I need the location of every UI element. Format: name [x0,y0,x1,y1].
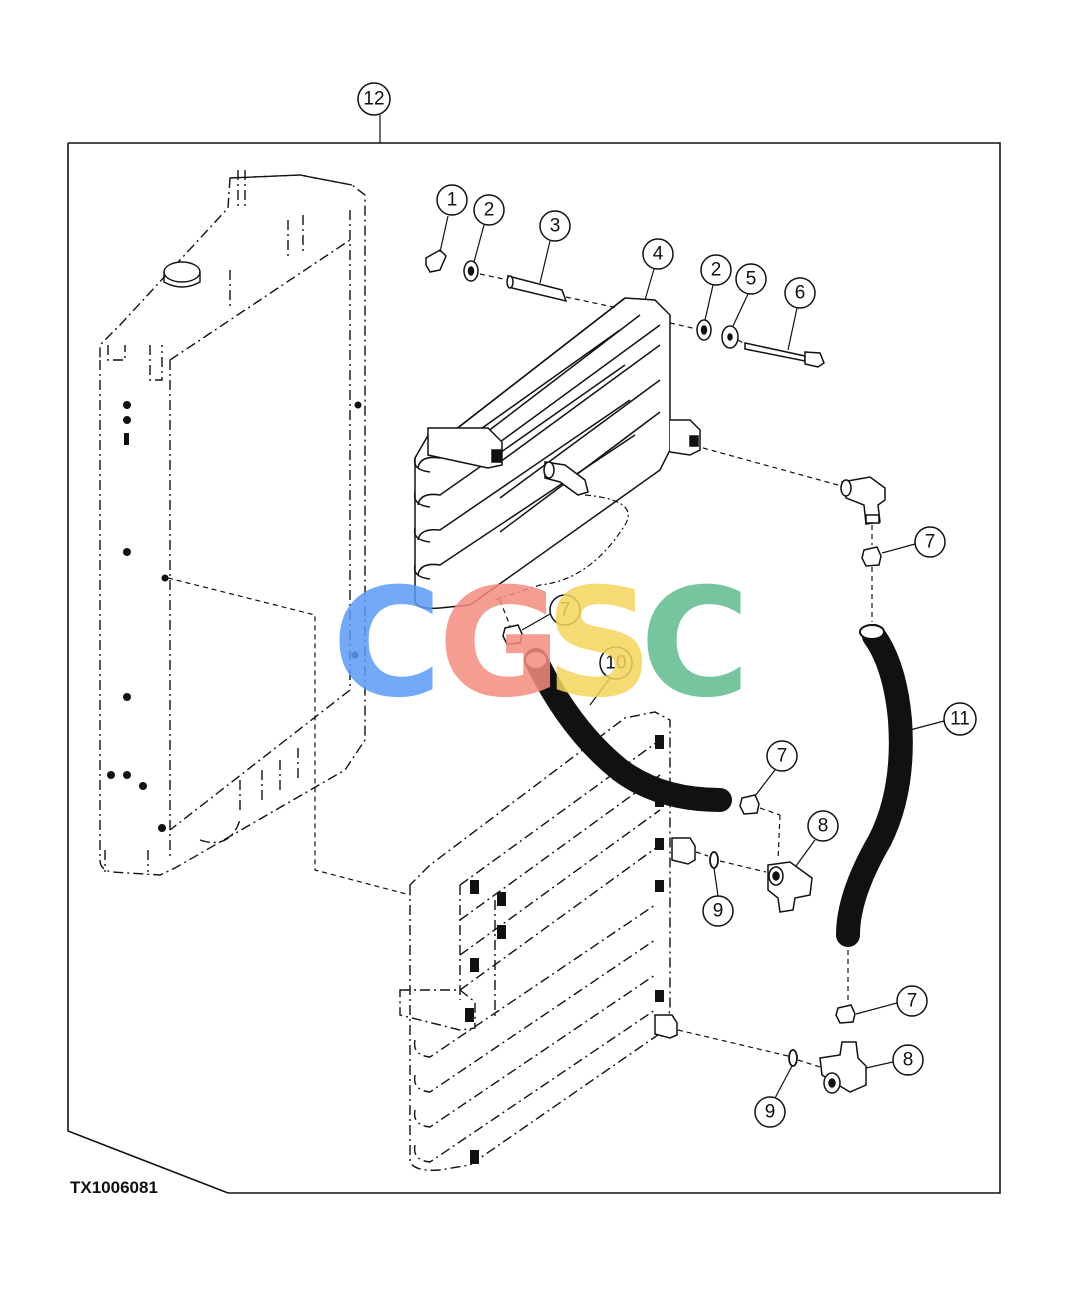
callout-12: 12 [357,82,391,143]
assembly-frame [67,142,1001,1194]
callout-label: 12 [363,89,384,110]
watermark-letter: C [332,557,442,731]
watermark-letter: S [545,557,653,731]
callout-1: 1 [436,184,468,253]
callout-label: 6 [795,283,806,304]
callout-7c: 7 [754,740,798,797]
callout-label: 2 [484,200,495,221]
watermark: C G S C [332,557,750,731]
callout-label: 9 [765,1102,776,1123]
callout-5: 5 [732,263,767,327]
callout-label: 8 [818,816,829,837]
callout-9a: 9 [702,867,734,927]
tee-fitting-upper [767,861,813,913]
radiator-cap [163,261,201,288]
callout-4: 4 [642,238,674,301]
upper-cooler-inlet-block [427,419,701,496]
callout-label: 5 [746,269,757,290]
callout-7d: 7 [855,985,928,1017]
callout-label: 3 [550,216,561,237]
watermark-letter: C [640,557,750,731]
lower-cooler-fittings [654,837,696,1039]
callout-label: 2 [711,260,722,281]
callout-label: 1 [447,190,458,211]
figure-id: TX1006081 [70,1178,158,1197]
radiator [99,170,366,876]
callout-8a: 8 [795,810,839,867]
callout-9b: 9 [754,1065,793,1128]
radiator-holes [107,401,362,832]
upper-cooler-outline-phantom [494,494,629,601]
callout-2b: 2 [700,254,732,321]
callout-10: 10 [589,646,633,706]
assembly-lines [167,273,873,1068]
watermark-letter: G [438,557,561,731]
callout-2a: 2 [473,194,505,263]
callout-7b: 7 [521,594,581,631]
tee-fitting-lower [819,1041,867,1094]
callout-label: 8 [903,1050,914,1071]
callout-label: 9 [713,901,724,922]
hose-10 [524,648,732,812]
callout-3: 3 [539,210,571,284]
callout-label: 7 [560,600,571,621]
callouts: 12 1 2 3 4 2 5 [357,82,977,1128]
callout-7a: 7 [881,526,946,558]
hose-clamps [502,546,882,1024]
lower-cooler-port-blocks [465,735,664,1164]
hose-11 [836,624,913,947]
callout-11: 11 [909,702,977,736]
callout-label: 4 [653,244,664,265]
callout-label: 7 [907,991,918,1012]
upper-elbow-fitting [840,476,886,525]
callout-label: 7 [925,532,936,553]
callout-label: 11 [950,709,970,730]
callout-6: 6 [784,277,816,351]
callout-8b: 8 [865,1044,924,1076]
callout-label: 7 [777,746,788,767]
callout-label: 10 [605,653,626,674]
